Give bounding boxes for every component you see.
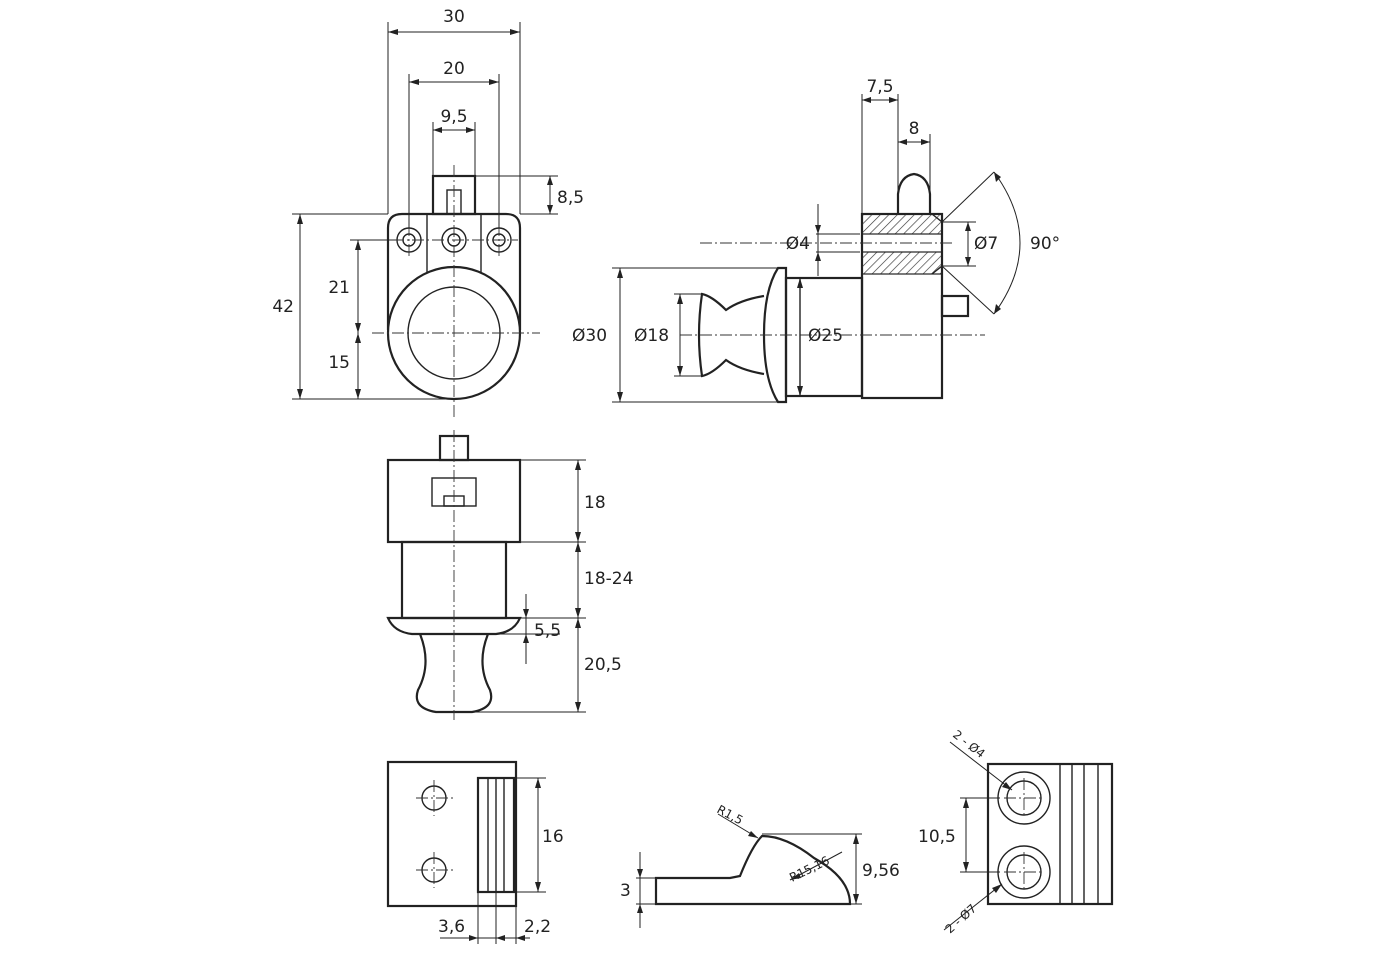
- dim-knob-height: 20,5: [584, 655, 622, 675]
- dim-hole-spacing: 20: [443, 59, 465, 79]
- dim-slot-height: 16: [542, 827, 564, 847]
- strike-plate-outline: [386, 760, 518, 908]
- side-view: 90° 7,5 8 Ø4 Ø7 Ø30 Ø18: [572, 77, 1060, 404]
- dim-countersink-angle: 90°: [1030, 234, 1060, 254]
- dim-radius-tip: R1,5: [715, 802, 746, 827]
- front-view: 30 20 9,5 8,5 42 21 15: [272, 7, 584, 420]
- dim-body-diameter: Ø25: [808, 326, 843, 346]
- side-knob: [697, 292, 765, 378]
- dim-bolt-protrusion: 8,5: [557, 188, 584, 208]
- dim-knob-diameter: Ø18: [634, 326, 669, 346]
- dim-hole-counterbore: Ø7: [974, 234, 998, 254]
- strike-holes-view: 10,5 2 - Ø4 2 - Ø7: [918, 727, 1114, 936]
- strike-plate-view: 16 3,6 2,2: [386, 760, 564, 944]
- dim-center-to-bottom: 15: [328, 353, 350, 373]
- strike-holes-outline: [986, 762, 1114, 906]
- dim-base-thickness: 3: [620, 881, 631, 901]
- dim-hole-to-center: 21: [328, 278, 350, 298]
- dim-offset-b: 2,2: [524, 917, 551, 937]
- dim-housing-height: 18: [584, 493, 606, 513]
- dim-bolt-length: 8: [909, 119, 920, 139]
- dim-height-overall: 42: [272, 297, 294, 317]
- dim-hole-spec-small: 2 - Ø4: [950, 727, 988, 761]
- dim-hole-small: Ø4: [786, 234, 810, 254]
- dim-flange-thickness: 5,5: [534, 621, 561, 641]
- dim-panel-thickness: 18-24: [584, 569, 633, 589]
- dim-total-height: 9,56: [862, 861, 900, 881]
- strike-profile-view: 3 9,56 R1,5 R15,16: [620, 802, 900, 928]
- bottom-view: 18 18-24 5,5 20,5: [386, 430, 633, 720]
- dim-bolt-offset: 7,5: [866, 77, 893, 97]
- dim-hole-spec-large: 2 - Ø7: [943, 901, 980, 936]
- side-housing: [860, 212, 944, 400]
- dim-offset-a: 3,6: [438, 917, 465, 937]
- dim-radius-curve: R15,16: [787, 853, 832, 884]
- strike-profile-outline: [654, 834, 852, 906]
- dim-bolt-width: 9,5: [440, 107, 467, 127]
- dim-hole-pitch: 10,5: [918, 827, 956, 847]
- dim-width-overall: 30: [443, 7, 465, 27]
- dim-flange-diameter: Ø30: [572, 326, 607, 346]
